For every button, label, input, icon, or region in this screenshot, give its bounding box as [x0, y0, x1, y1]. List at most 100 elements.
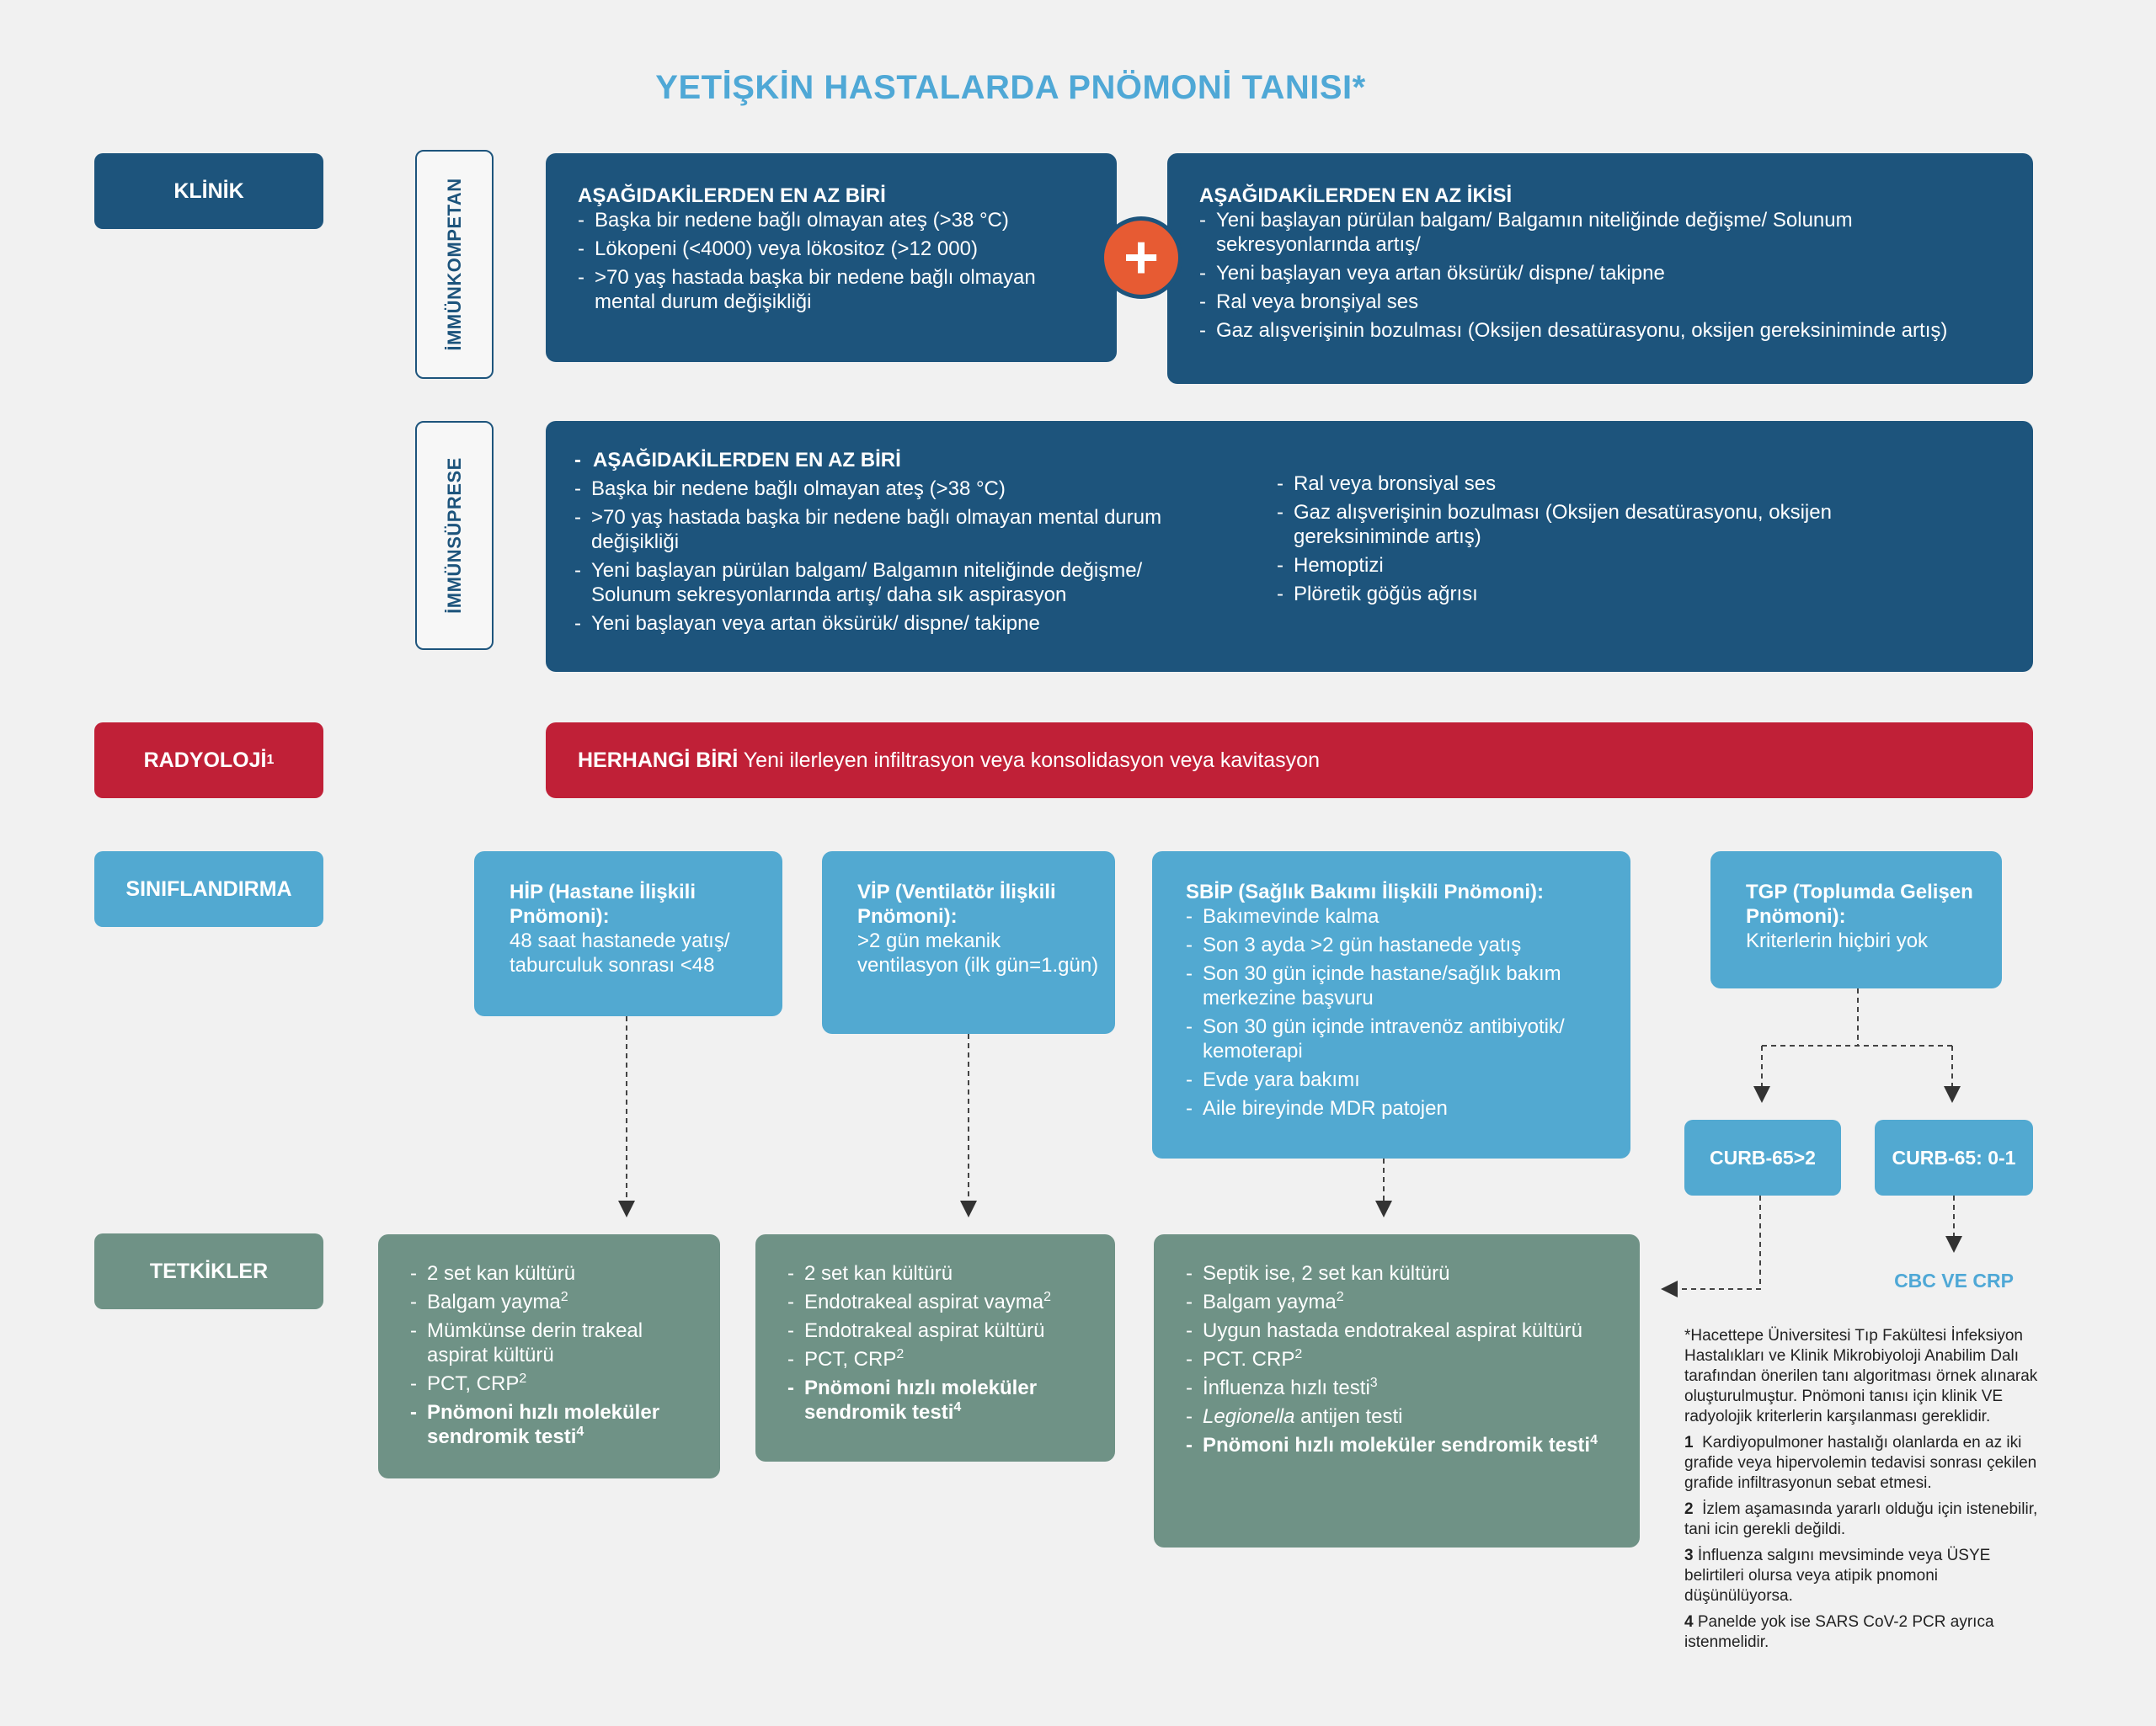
test-text-suffix: antijen testi: [1294, 1405, 1403, 1428]
test-text: 2 set kan kültürü: [804, 1262, 953, 1285]
list-item: Gaz alışverişinin bozulması (Oksijen des…: [1199, 318, 2011, 343]
footnote-ref: 3: [1369, 1376, 1378, 1390]
list-item: Ral veya bronsiyal ses: [1277, 471, 1883, 496]
footnote-3-number: 3: [1684, 1547, 1694, 1564]
list-item: 2 set kan kültürü: [410, 1261, 708, 1286]
footnote-ref: 2: [560, 1290, 568, 1304]
list-item: PCT, CRP2: [787, 1347, 1103, 1372]
footnote-3: 3 İnfluenza salgını mevsiminde veya ÜSYE…: [1684, 1546, 2048, 1606]
list-item: Legionella antijen testi: [1186, 1404, 1628, 1429]
tgp-box: TGP (Toplumda Gelişen Pnömoni): Kriterle…: [1710, 851, 2002, 988]
hip-text: 48 saat hastanede yatış/ taburculuk sonr…: [510, 930, 730, 977]
list-item: Bakımevinde kalma: [1186, 904, 1614, 929]
test-text: Pnömoni hızlı moleküler sendromik testi: [427, 1401, 660, 1448]
tests-hip-box: 2 set kan kültürüBalgam yayma2Mümkünse d…: [378, 1234, 720, 1478]
test-text: Pnömoni hızlı moleküler sendromik testi: [804, 1377, 1038, 1424]
test-text: Endotrakeal aspirat kültürü: [804, 1319, 1045, 1342]
immunsuprese-label: İMMÜNSÜPRESE: [415, 421, 494, 650]
footnotes: *Hacettepe Üniversitesi Tıp Fakültesi İn…: [1684, 1326, 2048, 1659]
arrow-tgp-split: [1762, 988, 1952, 1047]
list-item: Yeni başlayan pürülan balgam/ Balgamın n…: [1199, 208, 2011, 257]
immunosuppressed-left-column: AŞAĞIDAKİLERDEN EN AZ BİRİ Başka bir ned…: [574, 448, 1223, 640]
test-text: Mümkünse derin trakeal aspirat kültürü: [427, 1319, 643, 1366]
sbip-list: Bakımevinde kalma Son 3 ayda >2 gün hast…: [1186, 904, 1614, 1121]
footnote-4: 4 Panelde yok ise SARS CoV-2 PCR ayrıca …: [1684, 1612, 2048, 1653]
list-item: Yeni başlayan veya artan öksürük/ dispne…: [1199, 261, 2011, 285]
list-item: Ral veya bronşiyal ses: [1199, 290, 2011, 314]
hip-box: HİP (Hastane İlişkili Pnömoni): 48 saat …: [474, 851, 782, 1016]
list-item: 2 set kan kültürü: [787, 1261, 1103, 1286]
row-label-siniflandirma: SINIFLANDIRMA: [94, 851, 323, 927]
test-text: Septik ise, 2 set kan kültürü: [1203, 1262, 1450, 1285]
radiology-box: HERHANGİ BİRİ Yeni ilerleyen infiltrasyo…: [546, 722, 2033, 798]
tests-sbip-list: Septik ise, 2 set kan kültürüBalgam yaym…: [1186, 1261, 1628, 1457]
list-item: Balgam yayma2: [1186, 1290, 1628, 1314]
list-item: Yeni başlayan veya artan öksürük/ dispne…: [574, 611, 1223, 636]
list-item: Evde yara bakımı: [1186, 1068, 1614, 1092]
box1-heading: AŞAĞIDAKİLERDEN EN AZ BİRİ: [578, 184, 886, 207]
list-item: Pnömoni hızlı moleküler sendromik testi4: [787, 1376, 1103, 1425]
footnote-2-text: İzlem aşamasında yararlı olduğu için ist…: [1684, 1500, 2042, 1538]
vip-box: VİP (Ventilatör İlişkili Pnömoni): >2 gü…: [822, 851, 1115, 1034]
row-label-tetkikler: TETKİKLER: [94, 1233, 323, 1309]
footnote-4-text: Panelde yok ise SARS CoV-2 PCR ayrıca is…: [1684, 1613, 1999, 1651]
test-text: PCT. CRP: [1203, 1348, 1295, 1371]
immunosuppressed-box: AŞAĞIDAKİLERDEN EN AZ BİRİ Başka bir ned…: [546, 421, 2033, 672]
box2-list: Yeni başlayan pürülan balgam/ Balgamın n…: [1199, 208, 2011, 343]
immunosuppressed-heading: AŞAĞIDAKİLERDEN EN AZ BİRİ: [574, 448, 1223, 472]
page-title: YETİŞKİN HASTALARDA PNÖMONİ TANISI*: [655, 69, 1366, 106]
immunkompetan-label: İMMÜNKOMPETAN: [415, 150, 494, 379]
list-item: Lökopeni (<4000) veya lökositoz (>12 000…: [578, 237, 1091, 261]
list-item: Son 3 ayda >2 gün hastanede yatış: [1186, 933, 1614, 957]
immunosuppressed-left-list: AŞAĞIDAKİLERDEN EN AZ BİRİ Başka bir ned…: [574, 448, 1223, 636]
list-item: PCT, CRP2: [410, 1372, 708, 1396]
hip-heading: HİP (Hastane İlişkili Pnömoni):: [510, 881, 696, 928]
list-item: Başka bir nedene bağlı olmayan ateş (>38…: [574, 477, 1223, 501]
test-text: İnfluenza hızlı testi: [1203, 1377, 1370, 1399]
immunocompetent-box-1: AŞAĞIDAKİLERDEN EN AZ BİRİ Başka bir ned…: [546, 153, 1117, 362]
footnote-2-number: 2: [1684, 1500, 1694, 1518]
list-item: Son 30 gün içinde hastane/sağlık bakım m…: [1186, 962, 1614, 1010]
footnote-1-text: Kardiyopulmoner hastalığı olanlarda en a…: [1684, 1434, 2041, 1492]
test-text: Balgam yayma: [427, 1291, 561, 1313]
footnote-ref: 2: [1336, 1290, 1344, 1304]
footnote-ref: 4: [1590, 1433, 1598, 1447]
cbc-crp-label: CBC VE CRP: [1894, 1270, 2014, 1292]
test-text: Endotrakeal aspirat vayma: [804, 1291, 1044, 1313]
vip-text: >2 gün mekanik ventilasyon (ilk gün=1.gü…: [857, 930, 1099, 977]
tgp-heading: TGP (Toplumda Gelişen Pnömoni):: [1746, 881, 1973, 928]
tests-sbip-box: Septik ise, 2 set kan kültürüBalgam yaym…: [1154, 1234, 1640, 1548]
test-text: Pnömoni hızlı moleküler sendromik testi: [1203, 1434, 1591, 1457]
row-label-klinik: KLİNİK: [94, 153, 323, 229]
test-text: Legionella: [1203, 1405, 1295, 1428]
list-item: Aile bireyinde MDR patojen: [1186, 1096, 1614, 1121]
list-item: Endotrakeal aspirat kültürü: [787, 1318, 1103, 1343]
footnote-4-number: 4: [1684, 1613, 1694, 1631]
tests-vip-list: 2 set kan kültürüEndotrakeal aspirat vay…: [787, 1261, 1103, 1425]
list-item: Gaz alışverişinin bozulması (Oksijen des…: [1277, 500, 1883, 549]
tests-vip-box: 2 set kan kültürüEndotrakeal aspirat vay…: [755, 1234, 1115, 1462]
list-item: Pnömoni hızlı moleküler sendromik testi4: [1186, 1433, 1628, 1457]
immunosuppressed-right-list: Ral veya bronsiyal ses Gaz alışverişinin…: [1277, 471, 1883, 606]
list-item: Son 30 gün içinde intravenöz antibiyotik…: [1186, 1015, 1614, 1063]
list-item: Hemoptizi: [1277, 553, 1883, 578]
box1-list: Başka bir nedene bağlı olmayan ateş (>38…: [578, 208, 1091, 314]
box2-heading: AŞAĞIDAKİLERDEN EN AZ İKİSİ: [1199, 184, 1513, 207]
list-item: Uygun hastada endotrakeal aspirat kültür…: [1186, 1318, 1628, 1343]
footnote-ref: 4: [953, 1400, 962, 1414]
tgp-text: Kriterlerin hiçbiri yok: [1746, 930, 1929, 952]
footnote-main: *Hacettepe Üniversitesi Tıp Fakültesi İn…: [1684, 1327, 2038, 1425]
test-text: 2 set kan kültürü: [427, 1262, 576, 1285]
footnote-ref: 2: [1043, 1290, 1052, 1304]
curb65-high-box: CURB-65>2: [1684, 1120, 1841, 1196]
footnote-ref: 2: [519, 1372, 527, 1386]
list-item: Plöretik göğüs ağrısı: [1277, 582, 1883, 606]
list-item: Septik ise, 2 set kan kültürü: [1186, 1261, 1628, 1286]
list-item: >70 yaş hastada başka bir nedene bağlı o…: [574, 505, 1223, 554]
curb65-low-box: CURB-65: 0-1: [1875, 1120, 2033, 1196]
footnote-ref: 2: [896, 1347, 905, 1361]
test-text: PCT, CRP: [804, 1348, 897, 1371]
arrow-curb-high-to-tests: [1661, 1196, 1761, 1297]
radyoloji-text: RADYOLOJİ: [143, 748, 267, 772]
